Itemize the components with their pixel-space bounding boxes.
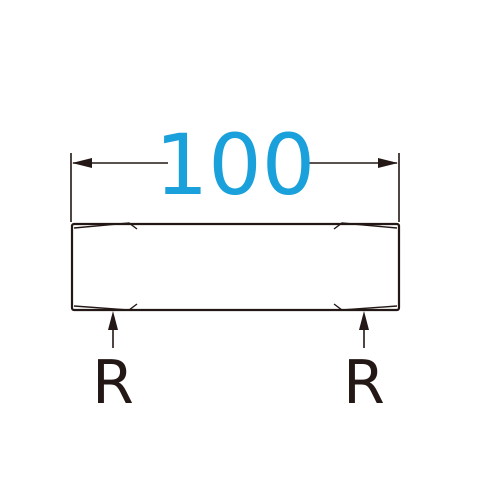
leader-arrow-left [108, 311, 118, 330]
thread-taper-top-left [73, 222, 138, 230]
dimension-arrow-right [378, 158, 398, 168]
thread-label-right: R [343, 348, 385, 418]
pipe-body [70, 222, 401, 312]
thread-taper-bottom-right [333, 303, 398, 311]
dimension-value: 100 [155, 116, 315, 214]
thread-taper-top-right [333, 222, 398, 230]
dimension-arrow-left [72, 158, 92, 168]
thread-label-left: R [92, 348, 134, 418]
thread-taper-bottom-left [73, 303, 138, 311]
leader-arrow-right [359, 311, 369, 330]
